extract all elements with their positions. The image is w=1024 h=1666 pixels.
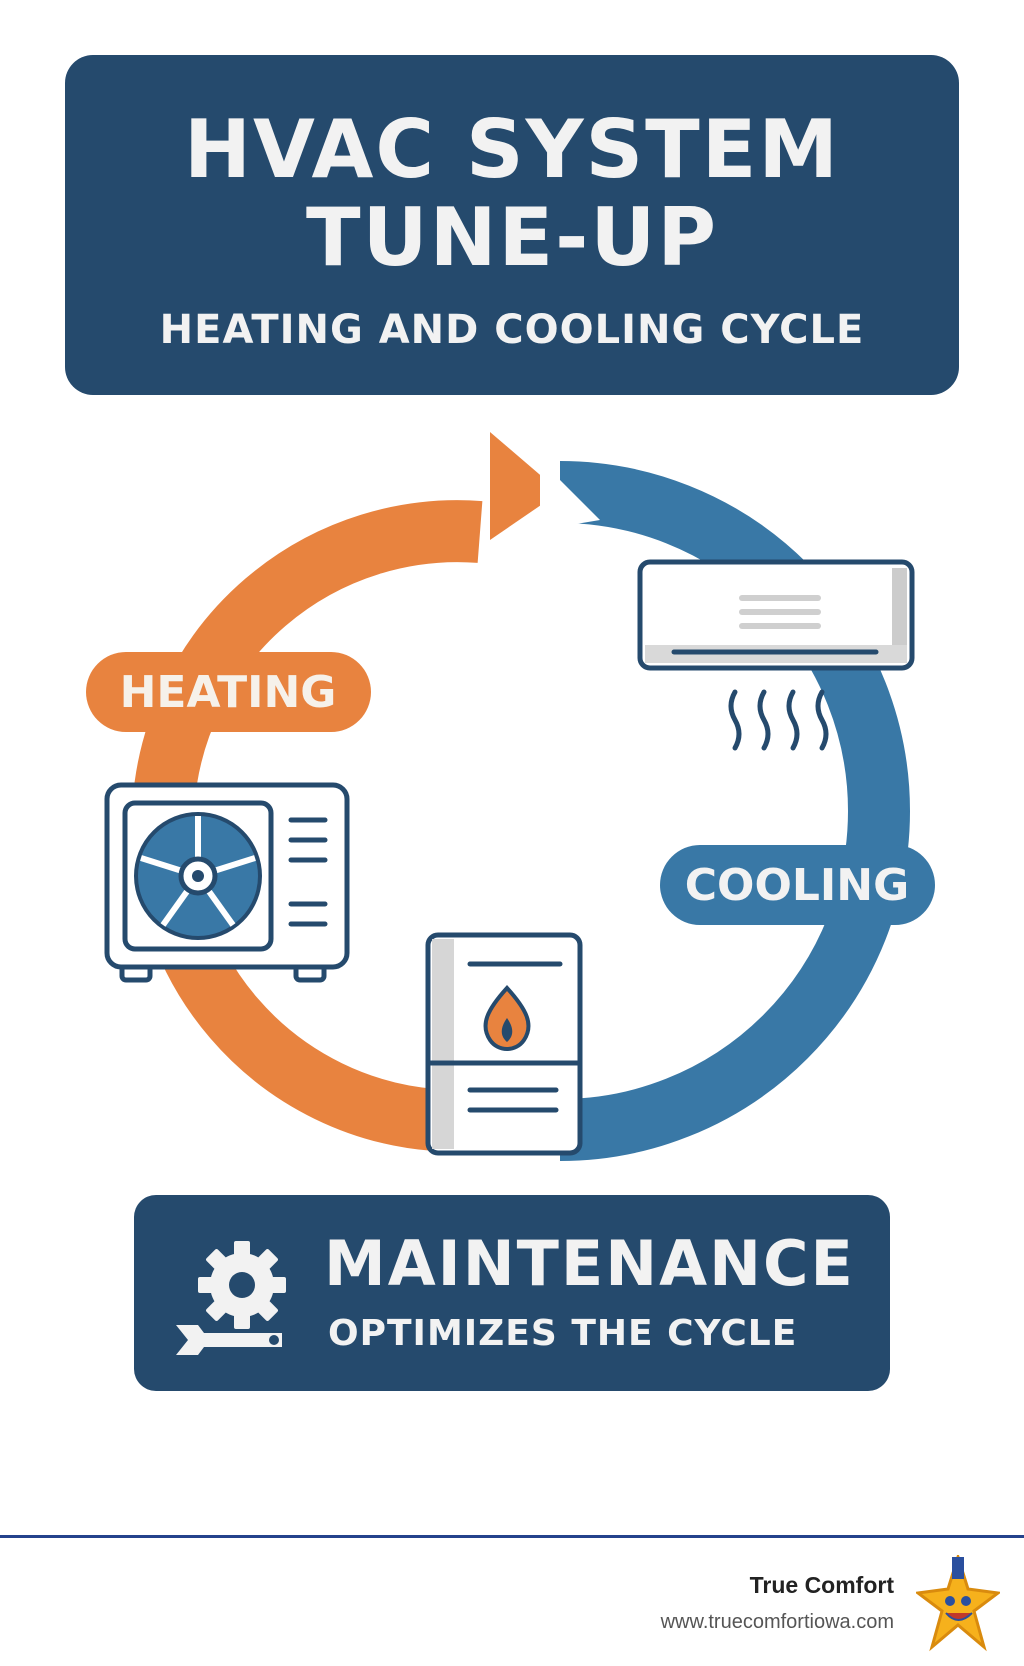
wall-ac-unit-icon: [637, 559, 915, 671]
heating-arrowhead: [490, 432, 560, 540]
heating-label: HEATING: [120, 667, 337, 718]
maintenance-tools: [176, 1241, 286, 1355]
footer-divider: [0, 1535, 1024, 1538]
gear-icon: [198, 1241, 286, 1329]
maintenance-title: MAINTENANCE: [324, 1227, 855, 1300]
cooling-pill: COOLING: [660, 845, 935, 925]
star-mascot-icon: [916, 1555, 1000, 1652]
cooling-arc: [559, 461, 910, 1161]
maintenance-banner: MAINTENANCE OPTIMIZES THE CYCLE: [134, 1195, 890, 1391]
brand-url[interactable]: www.truecomfortiowa.com: [660, 1611, 894, 1633]
page-subtitle: HEATING AND COOLING CYCLE: [159, 307, 865, 353]
hvac-cycle-diagram: HEATING COOLING: [86, 432, 935, 1161]
furnace-icon: [425, 932, 583, 1156]
cooling-arrow-notch: [540, 460, 600, 530]
heating-pill: HEATING: [86, 652, 371, 732]
title-banner: HVAC SYSTEM TUNE-UP HEATING AND COOLING …: [65, 55, 959, 395]
cooling-label: COOLING: [685, 860, 909, 911]
brand-name: True Comfort: [749, 1572, 894, 1598]
airflow-waves-icon: [728, 689, 829, 751]
page-title-line2: TUNE-UP: [306, 191, 718, 284]
flame-icon: [483, 985, 531, 1051]
outdoor-unit-icon: [104, 782, 350, 983]
maintenance-subtitle: OPTIMIZES THE CYCLE: [328, 1313, 798, 1354]
page-title-line1: HVAC SYSTEM: [184, 103, 840, 196]
wrench-icon: [176, 1325, 282, 1355]
